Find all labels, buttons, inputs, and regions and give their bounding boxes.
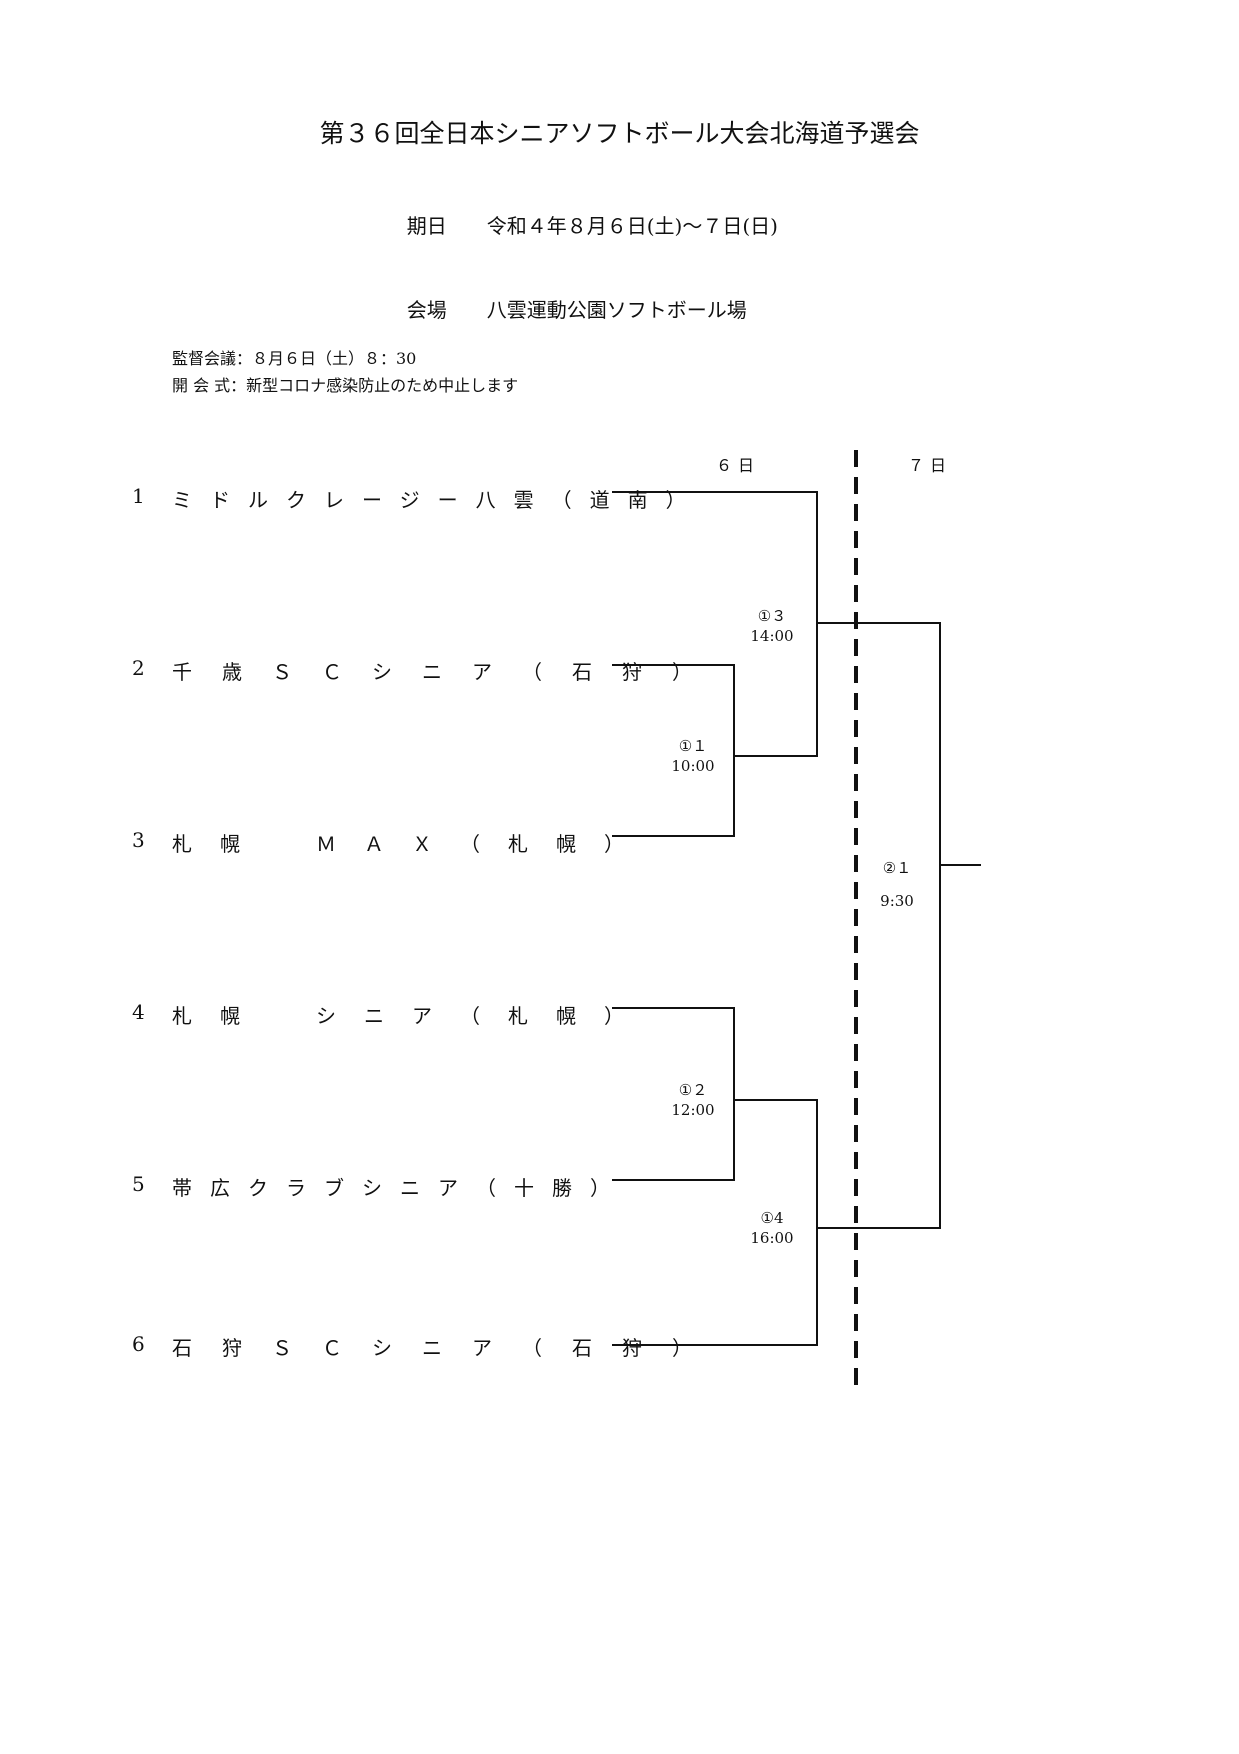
opening-ceremony-line: 開 会 式：新型コロナ感染防止のため中止します (172, 376, 519, 395)
game-number: ①２ (678, 1081, 708, 1099)
game-label: ①１ 10:00 (648, 736, 738, 776)
game-label: ①２ 12:00 (648, 1080, 738, 1120)
schedule: 期日 令和４年８月６日(土)～７日(日) (394, 186, 778, 239)
bracket-line-team2 (612, 664, 735, 837)
venue-value: 八雲運動公園ソフトボール場 (486, 298, 747, 322)
game-label: ①4 16:00 (727, 1208, 817, 1248)
game-number: ②１ (882, 859, 912, 877)
schedule-value: 令和４年８月６日(土)～７日(日) (486, 214, 778, 238)
day1-label: ６日 (716, 456, 761, 475)
game-time: 12:00 (671, 1101, 715, 1119)
team-number: 5 (132, 1172, 145, 1196)
page-title: 第３６回全日本シニアソフトボール大会北海道予選会 (319, 119, 920, 148)
bracket-line-game2-out (734, 1099, 818, 1228)
bracket-line-game1-out (734, 623, 818, 757)
game-time: 16:00 (750, 1229, 794, 1247)
venue-label: 会場 (406, 298, 447, 322)
game-label: ②１ 9:30 (852, 852, 942, 918)
bracket-line-team6 (612, 1228, 818, 1346)
team-number: 6 (132, 1332, 145, 1356)
game-time: 9:30 (880, 892, 914, 910)
game-number: ①３ (757, 607, 787, 625)
bracket-line-game3-out (817, 622, 941, 1229)
team-name: 札幌 シニア（札幌） (172, 1004, 652, 1028)
team-number: 4 (132, 1000, 145, 1024)
game-time: 10:00 (671, 757, 715, 775)
team-name: 帯広クラブシニア（十勝） (172, 1176, 628, 1200)
game-number: ①4 (760, 1209, 784, 1227)
schedule-label: 期日 (406, 214, 447, 238)
game-time: 14:00 (750, 627, 794, 645)
game-number: ①１ (678, 737, 708, 755)
day2-label: ７日 (908, 456, 953, 475)
bracket-line-team1 (612, 491, 818, 623)
meeting-line: 監督会議：８月６日（土）８：30 (172, 349, 417, 368)
venue: 会場 八雲運動公園ソフトボール場 (394, 270, 747, 323)
team-name: ミドルクレージー八雲（道南） (172, 488, 704, 512)
bracket-line-team4 (612, 1007, 735, 1181)
team-name: 札幌 ＭＡＸ（札幌） (172, 832, 652, 856)
team-number: 2 (132, 656, 145, 680)
team-name: 千歳ＳＣシニア（石狩） (172, 660, 722, 684)
team-name: 石狩ＳＣシニア（石狩） (172, 1336, 722, 1360)
game-label: ①３ 14:00 (727, 606, 817, 646)
team-number: 1 (132, 484, 145, 508)
team-number: 3 (132, 828, 145, 852)
